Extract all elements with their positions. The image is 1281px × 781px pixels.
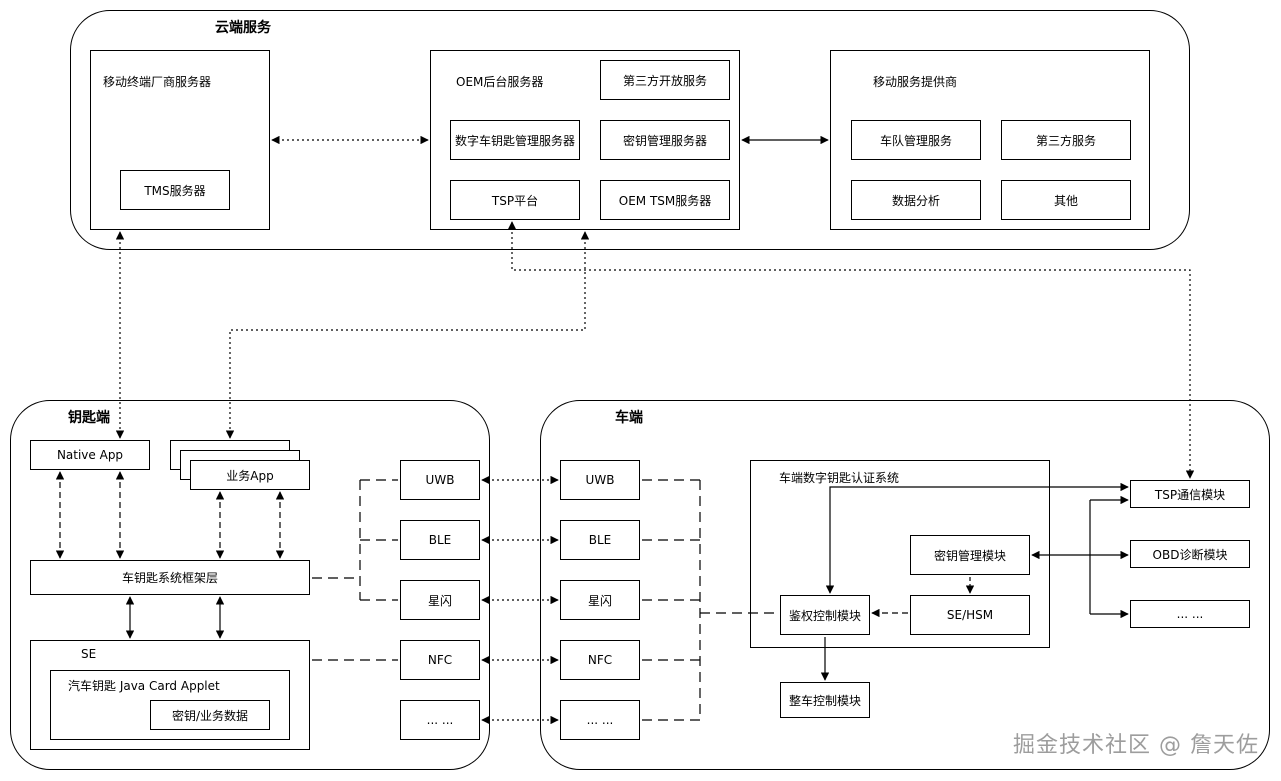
- key-xingshan-box: 星闪: [400, 580, 480, 620]
- tms-server-box: TMS服务器: [120, 170, 230, 210]
- auth-control-module-box: 鉴权控制模块: [780, 595, 870, 635]
- car-xingshan-box: 星闪: [560, 580, 640, 620]
- key-more-box: ... ...: [400, 700, 480, 740]
- oem-tsm-server-box: OEM TSM服务器: [600, 180, 730, 220]
- third-party-open-service-box: 第三方开放服务: [600, 60, 730, 100]
- digital-key-mgmt-server-box: 数字车钥匙管理服务器: [450, 120, 580, 160]
- key-business-data-box: 密钥/业务数据: [150, 700, 270, 730]
- key-nfc-box: NFC: [400, 640, 480, 680]
- se-label: SE: [81, 647, 97, 661]
- business-app-box: 业务App: [190, 460, 310, 490]
- tsp-comm-module-box: TSP通信模块: [1130, 480, 1250, 508]
- fleet-mgmt-service-box: 车队管理服务: [851, 120, 981, 160]
- obd-module-box: OBD诊断模块: [1130, 540, 1250, 568]
- native-app-box: Native App: [30, 440, 150, 470]
- other-box: 其他: [1001, 180, 1131, 220]
- mobile-vendor-server-label: 移动终端厂商服务器: [103, 75, 212, 89]
- watermark-text: 掘金技术社区 @ 詹天佐: [1013, 733, 1259, 758]
- framework-layer-box: 车钥匙系统框架层: [30, 560, 310, 595]
- car-ble-box: BLE: [560, 520, 640, 560]
- key-ble-box: BLE: [400, 520, 480, 560]
- oem-backend-label: OEM后台服务器: [456, 75, 544, 89]
- car-side-title: 车端: [615, 410, 643, 426]
- car-nfc-box: NFC: [560, 640, 640, 680]
- mobile-service-provider-label: 移动服务提供商: [873, 75, 958, 89]
- se-hsm-box: SE/HSM: [910, 595, 1030, 635]
- car-more-module-box: ... ...: [1130, 600, 1250, 628]
- auth-system-label: 车端数字钥匙认证系统: [779, 471, 900, 485]
- data-analysis-box: 数据分析: [851, 180, 981, 220]
- applet-label: 汽车钥匙 Java Card Applet: [68, 679, 220, 693]
- car-more-box: ... ...: [560, 700, 640, 740]
- third-party-service-box: 第三方服务: [1001, 120, 1131, 160]
- key-mgmt-server-box: 密钥管理服务器: [600, 120, 730, 160]
- key-side-title: 钥匙端: [68, 410, 110, 426]
- cloud-services-title: 云端服务: [215, 20, 271, 36]
- key-uwb-box: UWB: [400, 460, 480, 500]
- car-uwb-box: UWB: [560, 460, 640, 500]
- vehicle-control-module-box: 整车控制模块: [780, 682, 870, 718]
- key-mgmt-module-box: 密钥管理模块: [910, 535, 1030, 575]
- tsp-platform-box: TSP平台: [450, 180, 580, 220]
